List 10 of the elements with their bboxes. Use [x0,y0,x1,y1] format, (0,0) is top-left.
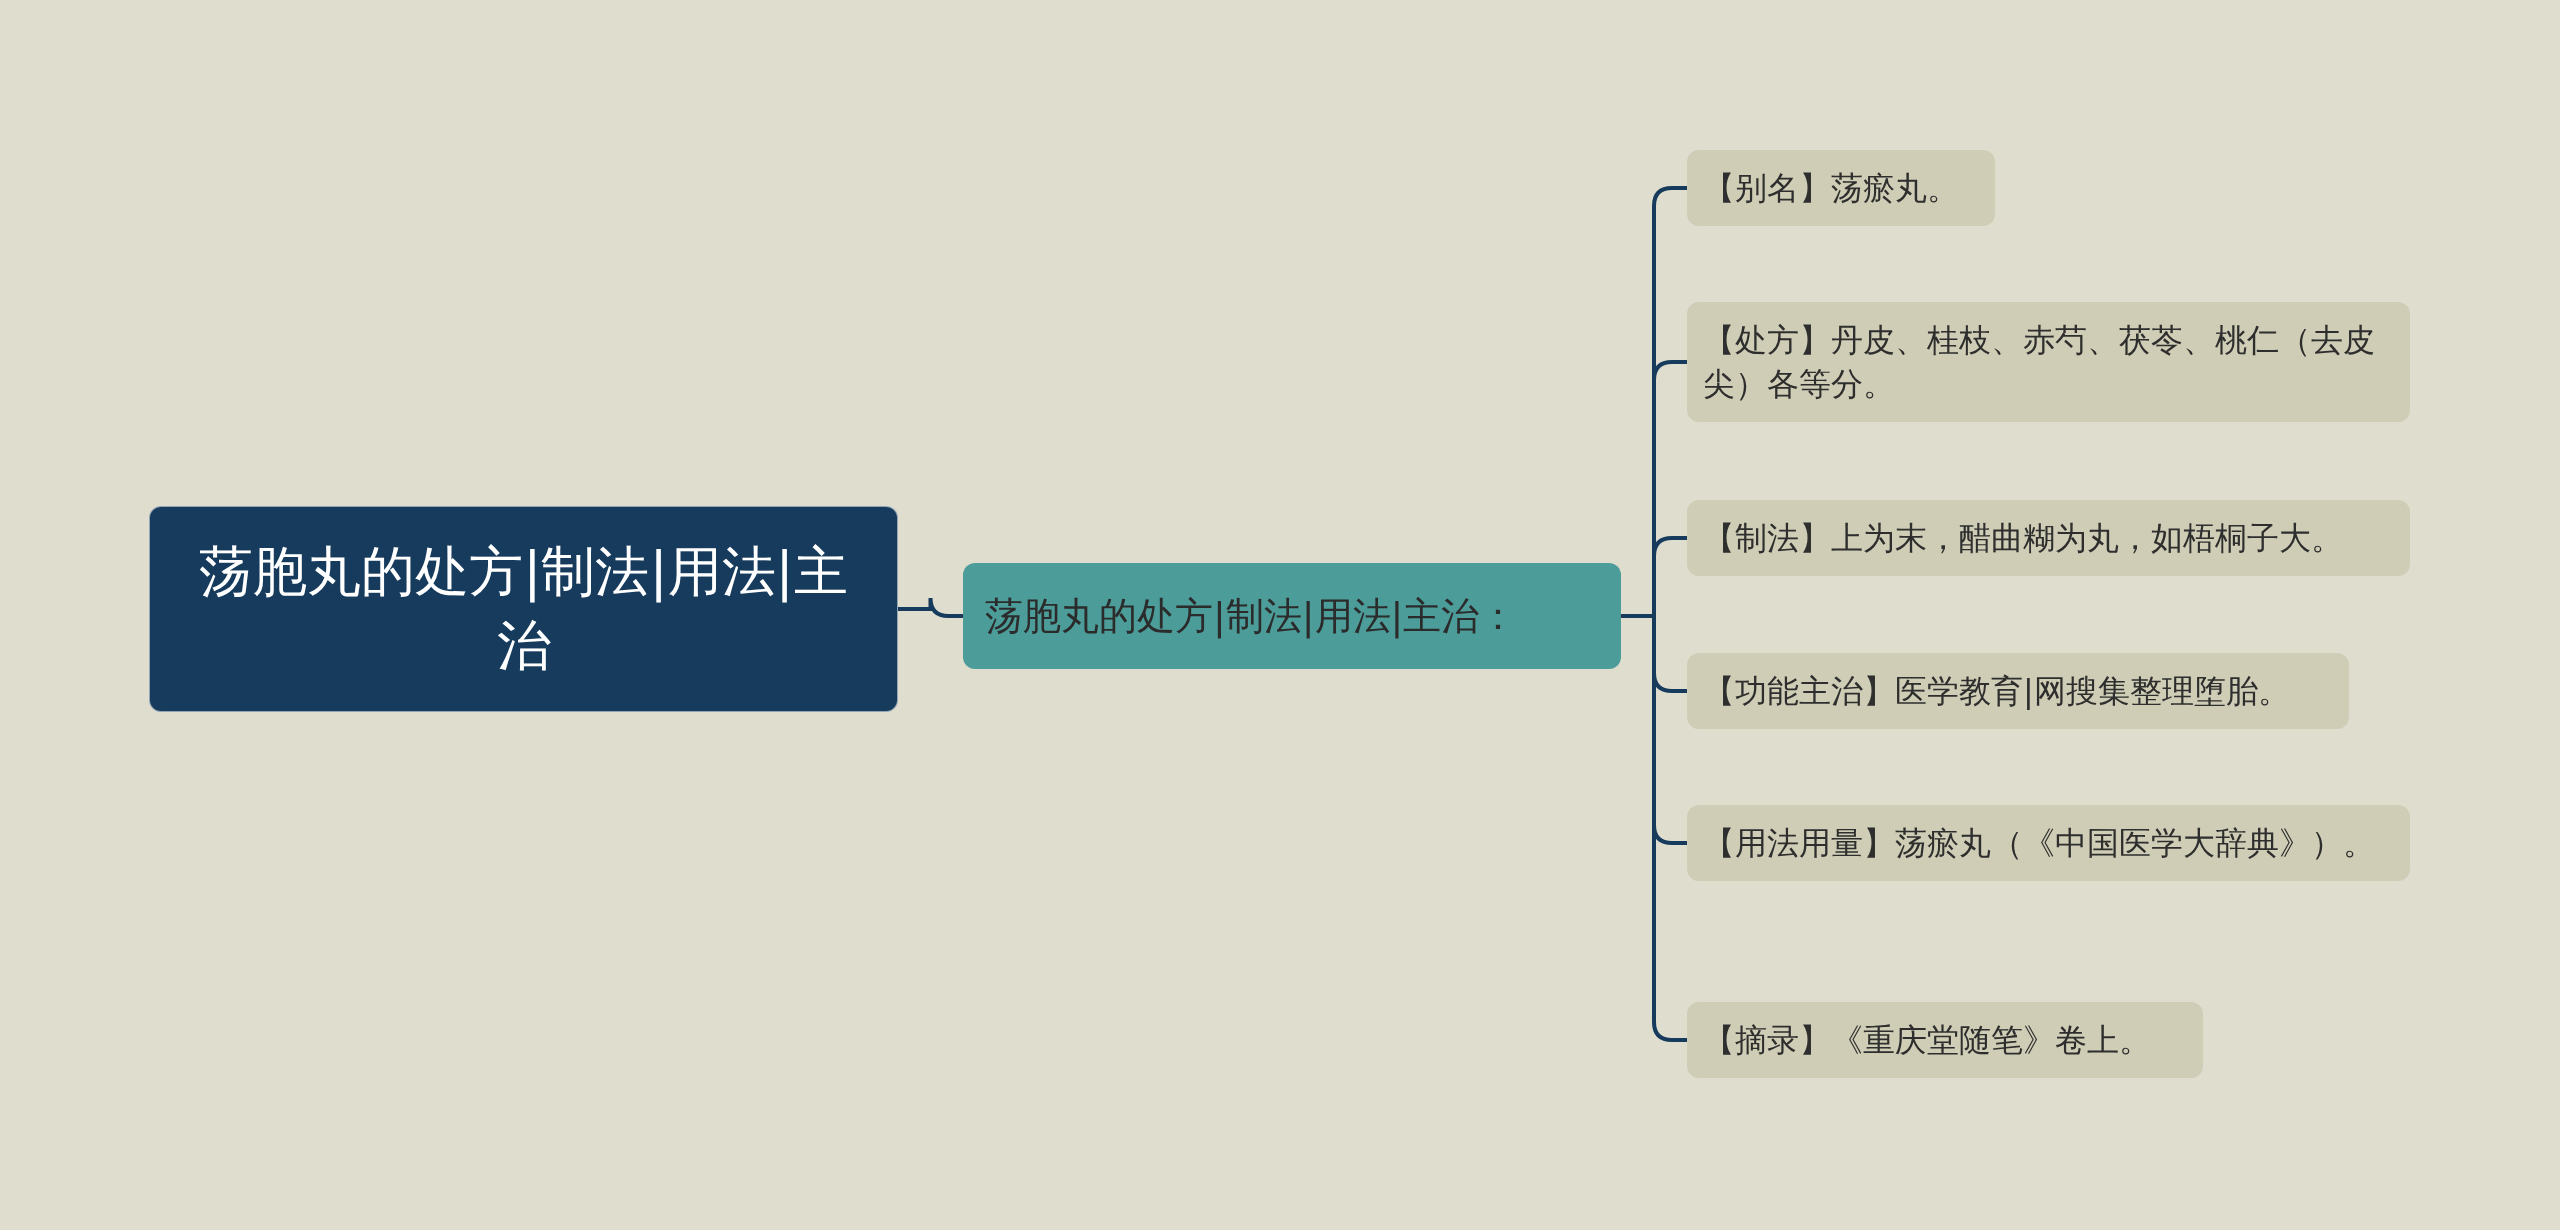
leaf-box: 【功能主治】医学教育|网搜集整理堕胎。 [1687,653,2349,729]
connector-line [898,596,963,618]
leaf-box: 【处方】丹皮、桂枝、赤芍、茯苓、桃仁（去皮尖）各等分。 [1687,302,2410,422]
connector-line [1621,614,1687,1042]
subtopic-box: 荡胞丸的处方|制法|用法|主治： [963,563,1621,669]
leaf-box: 【别名】荡瘀丸。 [1687,150,1995,226]
leaf-box: 【制法】上为末，醋曲糊为丸，如梧桐子大。 [1687,500,2410,576]
leaf-box: 【摘录】《重庆堂随笔》卷上。 [1687,1002,2203,1078]
topic-box: 荡胞丸的处方|制法|用法|主治 [149,506,898,712]
leaf-box: 【用法用量】荡瘀丸（《中国医学大辞典》）。 [1687,805,2410,881]
